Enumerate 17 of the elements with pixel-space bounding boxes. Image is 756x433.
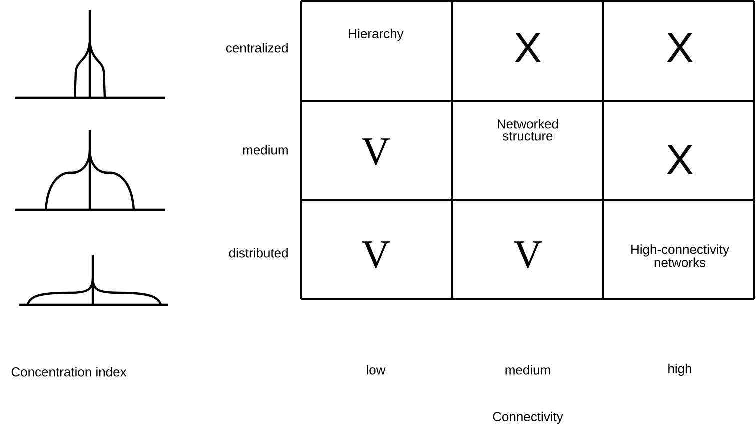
column-label: high xyxy=(668,364,692,376)
check-mark: V xyxy=(514,242,542,268)
row-label: medium xyxy=(243,145,288,155)
cell-text: Networked structure xyxy=(498,119,558,141)
cell-text: Hierarchy xyxy=(349,28,404,42)
check-mark: V xyxy=(362,242,390,268)
cell-text: High-connectivity networks xyxy=(632,244,730,268)
cross-mark: X xyxy=(666,34,694,62)
check-mark: V xyxy=(362,138,390,166)
column-label: low xyxy=(367,365,386,375)
cross-mark: X xyxy=(666,146,694,174)
cross-mark: X xyxy=(514,34,542,62)
axis-title: Concentration index xyxy=(12,367,127,377)
row-label: distributed xyxy=(229,248,288,258)
axis-title: Connectivity xyxy=(493,412,564,424)
column-label: medium xyxy=(506,365,550,375)
row-label: centralized xyxy=(226,43,288,53)
